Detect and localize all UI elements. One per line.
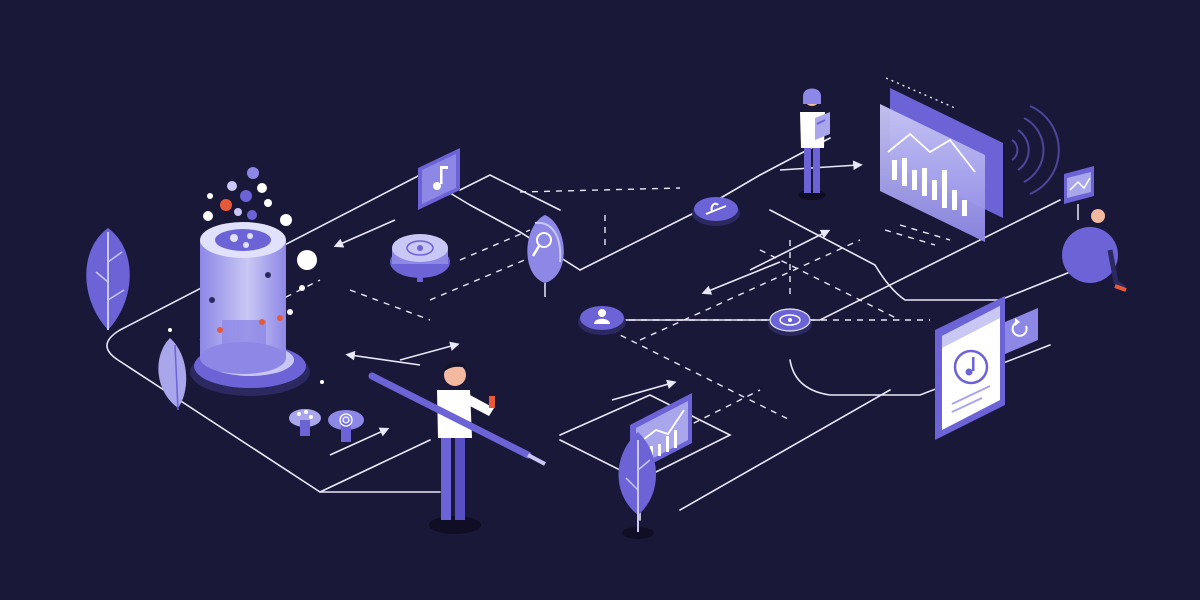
bar-chart-icon bbox=[892, 158, 967, 216]
flow-arrows bbox=[329, 160, 863, 456]
data-particles bbox=[168, 167, 324, 384]
user-node bbox=[578, 306, 626, 335]
music-player-card bbox=[935, 296, 1005, 440]
user-icon bbox=[594, 309, 610, 324]
music-note-icon bbox=[433, 166, 448, 190]
music-tile bbox=[418, 148, 460, 210]
standing-woman-with-tablet bbox=[798, 88, 830, 200]
music-note-icon-small bbox=[965, 357, 975, 376]
speaker-pods bbox=[289, 409, 364, 442]
bar-chart-screen bbox=[880, 77, 1003, 242]
radar-node bbox=[768, 308, 812, 336]
magnifier-lamp bbox=[527, 215, 564, 297]
database-cylinder bbox=[190, 222, 310, 396]
man-holding-pen bbox=[368, 361, 546, 534]
sprout-icon bbox=[705, 202, 727, 215]
radar-signal bbox=[1011, 105, 1060, 195]
plant-left bbox=[86, 228, 130, 330]
robot-vacuum bbox=[390, 234, 450, 282]
seated-person bbox=[1062, 166, 1127, 292]
plant-node bbox=[692, 197, 740, 226]
leaf-left bbox=[158, 338, 187, 411]
refresh-tile bbox=[1005, 308, 1038, 354]
plant-bottom bbox=[618, 432, 656, 539]
refresh-icon bbox=[1011, 318, 1028, 337]
magnifier-icon bbox=[531, 232, 552, 257]
